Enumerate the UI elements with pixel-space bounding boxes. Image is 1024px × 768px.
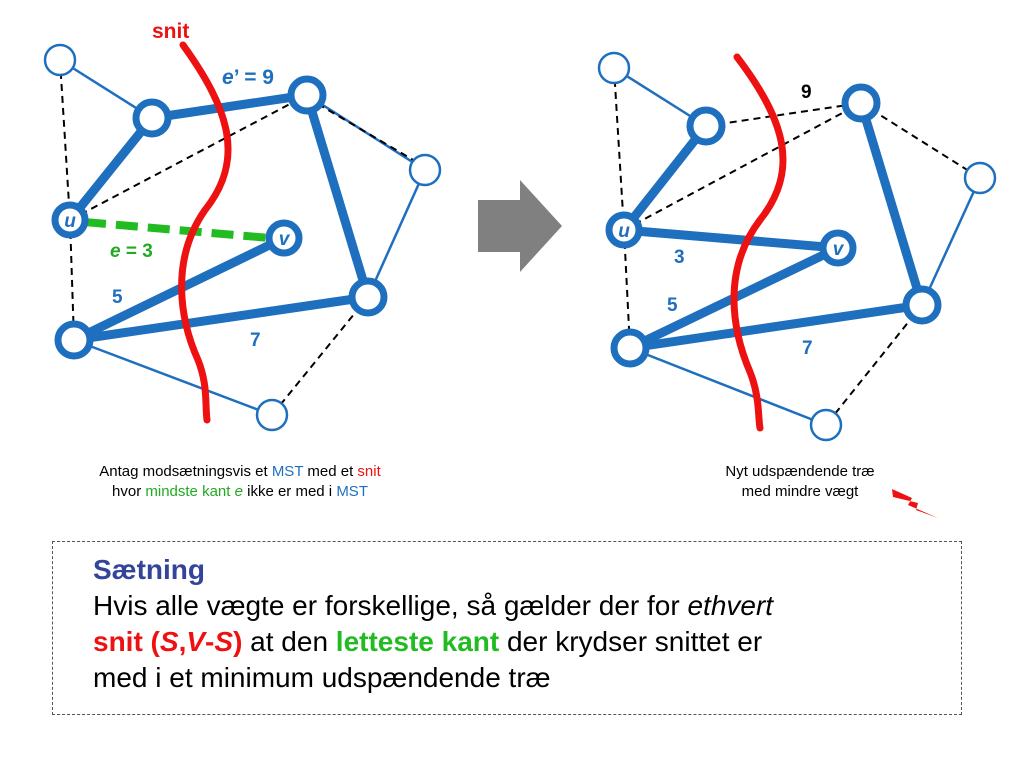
theorem-snit: snit ( (93, 626, 160, 657)
caption-mst: MST (271, 463, 304, 480)
edge-weight-label: 9 (801, 82, 812, 103)
theorem-line-1: Hvis alle vægte er forskellige, så gælde… (93, 588, 961, 624)
node-v-label: v (279, 229, 291, 250)
graph-node (610, 328, 650, 368)
arrow-right-icon (478, 180, 562, 272)
theorem-text: Hvis alle vægte er forskellige, så gælde… (93, 590, 688, 621)
thin-edge (366, 169, 427, 298)
node-u-label: u (618, 221, 630, 242)
mst-edge (629, 300, 923, 353)
caption-text: ikke er med i (242, 483, 337, 500)
node-v (265, 219, 303, 257)
caption-snit: snit (357, 463, 381, 480)
graph-node (841, 83, 881, 123)
edge-weight-label: 3 (674, 247, 685, 268)
caption-mst: MST (336, 483, 368, 500)
caption-e: e (234, 483, 243, 500)
graph-node (408, 153, 442, 187)
node-v (819, 229, 857, 267)
dashed-edge (59, 59, 71, 221)
edge-e-prime-label: e’ = 9 (222, 66, 274, 89)
thin-edge (73, 338, 273, 417)
graph-node (54, 320, 94, 360)
graph-node (963, 161, 997, 195)
caption-mindste-kant: mindste kant (145, 483, 235, 500)
caption-text: med mindre vægt (741, 483, 859, 500)
node-u (51, 201, 89, 239)
mst-edge (623, 225, 839, 253)
cut-line (178, 41, 232, 424)
mst-edge (302, 93, 373, 299)
right-caption: Nyt udspændende træ med mindre vægt (680, 462, 920, 502)
thin-edge (920, 177, 982, 306)
edge-weight-label: 7 (802, 338, 813, 359)
lightning-icon (892, 489, 938, 518)
graph-node (809, 408, 843, 442)
dashed-edge (317, 103, 421, 165)
theorem-line-3: med i et minimum udspændende træ (93, 662, 551, 693)
mst-edge (73, 292, 369, 345)
edge-e-green (83, 218, 271, 242)
mst-edge (151, 90, 308, 123)
theorem-title: Sætning (93, 554, 205, 585)
mst-edge (856, 101, 927, 307)
edge-weight-label: 5 (667, 295, 678, 316)
graph-node (132, 98, 172, 138)
theorem-v: V (186, 626, 206, 657)
dashed-edge (271, 296, 369, 416)
left-graph: snit e’ = 9 e = 3 5 7 u v (43, 20, 442, 432)
theorem-text: der krydser snittet er (499, 626, 763, 657)
graph-node (686, 106, 726, 146)
edge-weight-label: 5 (112, 287, 123, 308)
theorem-close: ) (233, 626, 243, 657)
node-u-label: u (64, 211, 76, 232)
mst-edge (620, 123, 710, 233)
theorem-letteste-kant: letteste kant (335, 626, 500, 657)
thin-edge (306, 93, 426, 172)
theorem-s: S (159, 626, 179, 657)
mst-cut-diagram: snit e’ = 9 e = 3 5 7 u v (43, 20, 997, 518)
node-v-label: v (833, 239, 845, 260)
dashed-edge (623, 229, 631, 349)
graph-node (287, 75, 327, 115)
theorem-line-2: snit (S,V-S) at den letteste kant der kr… (93, 624, 961, 660)
thin-edge (629, 346, 827, 427)
left-caption: Antag modsætningsvis et MST med et snit … (30, 462, 450, 502)
graph-node (902, 285, 942, 325)
dashed-edge (69, 219, 75, 341)
graph-node (43, 43, 77, 77)
dashed-edge (705, 102, 862, 127)
right-graph: 9 3 5 7 u v (597, 51, 997, 442)
caption-text: Antag modsætningsvis et (99, 463, 272, 480)
caption-text: hvor (112, 483, 146, 500)
mst-edge (66, 115, 156, 223)
graph-node (348, 277, 388, 317)
theorem-ethvert: ethvert (687, 590, 774, 621)
theorem-box: Sætning Hvis alle vægte er forskellige, … (52, 541, 962, 715)
graph-node (597, 51, 631, 85)
edge-e-label: e = 3 (110, 241, 153, 262)
dashed-edge (613, 67, 625, 231)
theorem-dash: - (205, 626, 215, 657)
cut-label: snit (152, 20, 189, 43)
theorem-s2: S (214, 626, 234, 657)
theorem-text: at den (242, 626, 336, 657)
theorem-comma: , (178, 626, 187, 657)
caption-text: med et (303, 463, 358, 480)
edge-weight-label: 7 (250, 330, 261, 351)
node-u (605, 211, 643, 249)
graph-node (255, 398, 289, 432)
dashed-edge (623, 102, 862, 231)
caption-text: Nyt udspændende træ (725, 463, 875, 480)
dashed-edge (825, 304, 923, 426)
dashed-edge (69, 94, 308, 221)
cut-line (730, 53, 787, 432)
